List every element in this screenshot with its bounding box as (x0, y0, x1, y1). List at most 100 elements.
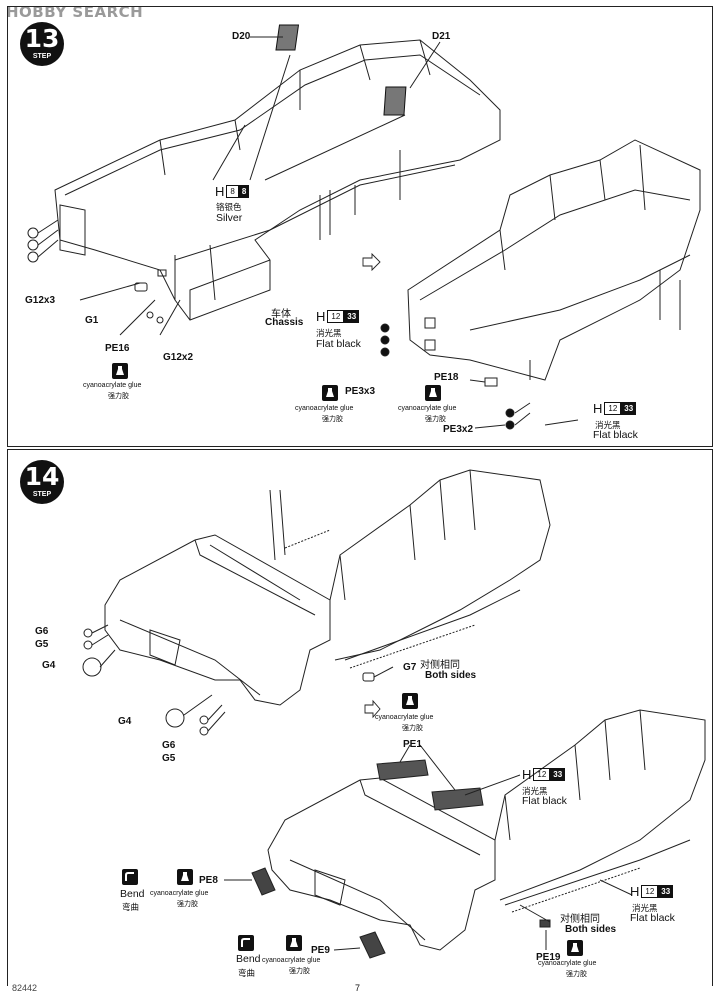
part-g5: G5 (35, 639, 49, 650)
paint-h-label: H (522, 767, 532, 782)
paint-h-label: H (215, 184, 225, 199)
chassis-en: Chassis (265, 317, 304, 328)
paint-silver-en: Silver (216, 212, 243, 224)
glue-label-cn: 强力胶 (289, 968, 310, 975)
glue-label-en: cyanoacrylate glue (295, 405, 354, 412)
page-code: 82442 (12, 983, 38, 993)
glue-label-en: cyanoacrylate glue (150, 890, 209, 897)
glue-label-cn: 强力胶 (108, 393, 129, 400)
bend-label-cn: 弯曲 (122, 903, 140, 913)
chassis-cn: 车体 (271, 309, 291, 320)
paint-h-label: H (630, 884, 640, 899)
glue-label-en: cyanoacrylate glue (262, 957, 321, 964)
paint-flat-black-1: H 12 33 (316, 309, 360, 324)
paint-h-label: H (593, 401, 603, 416)
glue-icon (402, 693, 418, 709)
paint-black-cn: 消光黑 (595, 421, 621, 431)
part-pe18: PE18 (434, 372, 459, 383)
glue-icon (322, 385, 338, 401)
paint-code-1: 8 (226, 185, 239, 198)
glue-icon (425, 385, 441, 401)
paint-black-en: Flat black (316, 338, 361, 350)
paint-silver: H 8 8 (215, 184, 250, 199)
paint-code-2: 8 (238, 185, 250, 198)
paint-silver-cn: 铬银色 (216, 203, 242, 213)
bend-icon (122, 869, 138, 885)
glue-icon (177, 869, 193, 885)
part-g12x3: G12x3 (25, 295, 56, 306)
body-drawing-small (267, 709, 706, 951)
paint-code-2: 33 (344, 310, 360, 323)
paint-flat-black-2: H 12 33 (593, 401, 637, 416)
step-label: STEP (32, 53, 52, 60)
part-g1: G1 (85, 315, 99, 326)
glue-label-en: cyanoacrylate glue (375, 714, 434, 721)
paint-code-1: 12 (327, 310, 345, 323)
paint-code-2: 33 (658, 885, 674, 898)
paint-h-label: H (316, 309, 326, 324)
part-pe9: PE9 (311, 945, 330, 956)
glue-label-en: cyanoacrylate glue (398, 405, 457, 412)
paint-black-cn: 消光黑 (316, 329, 342, 339)
bend-icon (238, 935, 254, 951)
part-g4: G4 (42, 660, 56, 671)
bend-label-cn: 弯曲 (238, 969, 256, 979)
watermark: HOBBY SEARCH (6, 3, 144, 21)
step-14-panel (7, 449, 713, 986)
paint-black-en: Flat black (630, 912, 675, 924)
paint-code-1: 12 (641, 885, 659, 898)
glue-label-en: cyanoacrylate glue (538, 960, 597, 967)
pe1-grilles (376, 759, 484, 811)
glue-icon (286, 935, 302, 951)
part-g7: G7 (403, 662, 417, 673)
part-pe3x3: PE3x3 (345, 386, 376, 397)
bend-label-en: Bend (120, 888, 145, 900)
glue-label-cn: 强力胶 (177, 901, 198, 908)
step-number: 14 (24, 462, 60, 491)
paint-flat-black-3: H 12 33 (522, 767, 566, 782)
part-g5: G5 (162, 753, 176, 764)
part-d20: D20 (232, 31, 251, 42)
glue-label-cn: 强力胶 (402, 725, 423, 732)
both-sides-cn: 对侧相同 (560, 914, 600, 925)
paint-code-2: 33 (550, 768, 566, 781)
glue-icon (567, 940, 583, 956)
part-g6: G6 (35, 626, 49, 637)
step-label: STEP (32, 491, 52, 498)
part-pe3x2: PE3x2 (443, 424, 474, 435)
glue-label-cn: 强力胶 (566, 971, 587, 978)
glue-label-cn: 强力胶 (322, 416, 343, 423)
paint-code-1: 12 (533, 768, 551, 781)
both-sides-cn: 对侧相同 (420, 660, 460, 671)
paint-flat-black-4: H 12 33 (630, 884, 674, 899)
glue-icon (112, 363, 128, 379)
glue-label-cn: 强力胶 (425, 416, 446, 423)
step-14-badge: 14 STEP (20, 460, 64, 504)
step-13-badge: 13 STEP (20, 22, 64, 66)
bend-label-en: Bend (236, 953, 261, 965)
part-g6: G6 (162, 740, 176, 751)
part-pe1: PE1 (403, 739, 422, 750)
chassis-drawing-small (407, 139, 701, 387)
part-g12x2: G12x2 (163, 352, 194, 363)
glue-label-en: cyanoacrylate glue (83, 382, 142, 389)
page-number: 7 (355, 983, 361, 993)
paint-black-en: Flat black (593, 429, 638, 441)
paint-code-2: 33 (621, 402, 637, 415)
part-d21: D21 (432, 31, 451, 42)
step-number: 13 (24, 24, 60, 53)
body-drawing-large (104, 469, 551, 706)
both-sides-en: Both sides (565, 924, 617, 935)
paint-black-en: Flat black (522, 795, 567, 807)
part-g4: G4 (118, 716, 132, 727)
paint-black-cn: 消光黑 (632, 904, 658, 914)
both-sides-en: Both sides (425, 670, 477, 681)
part-pe16: PE16 (105, 343, 130, 354)
part-pe19: PE19 (536, 952, 561, 963)
paint-black-cn: 消光黑 (522, 787, 548, 797)
step-13-panel (7, 6, 713, 447)
paint-code-1: 12 (604, 402, 622, 415)
part-pe8: PE8 (199, 875, 218, 886)
chassis-drawing-large (54, 39, 501, 321)
